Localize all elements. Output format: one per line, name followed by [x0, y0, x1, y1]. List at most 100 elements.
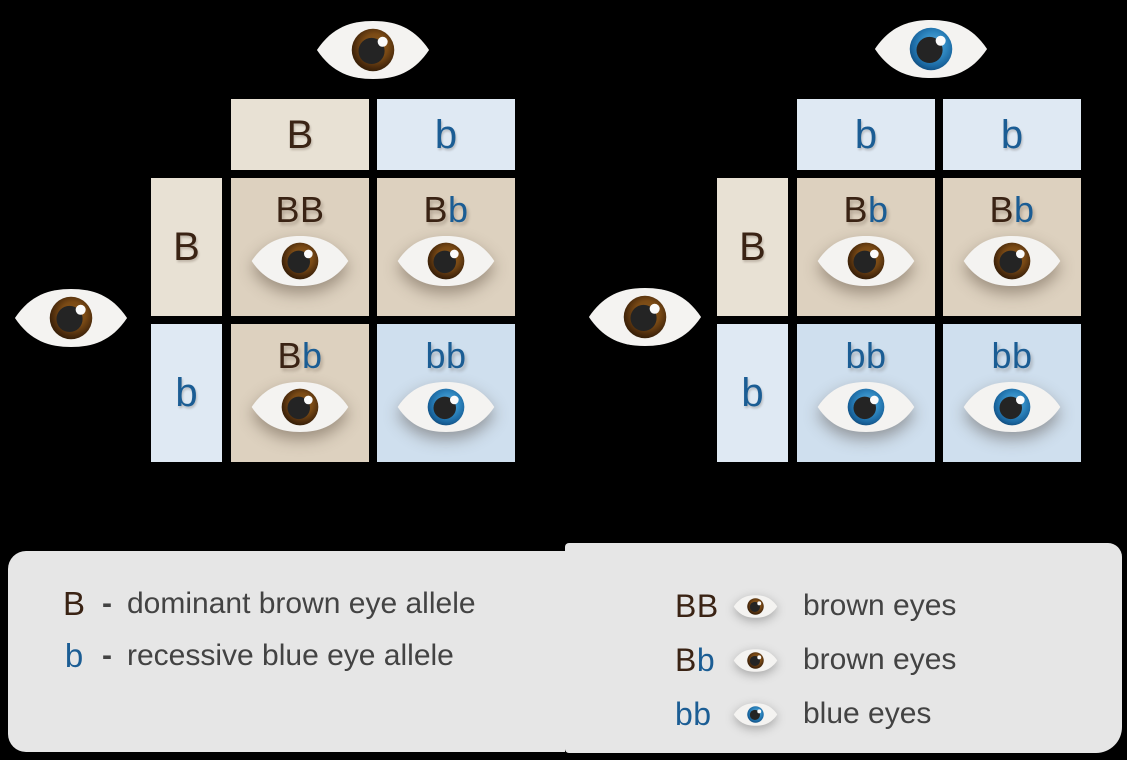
- allele-letter: b: [696, 642, 716, 678]
- side-parent-eye-left-square: [13, 286, 129, 350]
- punnett-cell: Bb: [797, 178, 935, 316]
- col-header: b: [943, 99, 1081, 170]
- blue-eye-icon: [733, 702, 778, 726]
- genotype-symbol: bb: [675, 696, 723, 732]
- genotype-label: Bb: [277, 337, 322, 375]
- genotype-label: bb: [845, 337, 886, 375]
- offspring-eye: [396, 234, 496, 288]
- punnett-cell: Bb: [943, 178, 1081, 316]
- row-header-letter: b: [741, 371, 764, 415]
- legend-row: bb blue eyes: [565, 687, 1122, 741]
- allele-letter: b: [845, 335, 866, 376]
- allele-letter: b: [1013, 189, 1035, 230]
- genotype-symbol: Bb: [675, 642, 723, 678]
- allele-letter: b: [693, 696, 712, 732]
- offspring-eye: [816, 234, 916, 288]
- brown-eye-icon: [316, 21, 430, 79]
- legend-row: b-recessive blue eye allele: [8, 630, 565, 682]
- genotype-label: bb: [991, 337, 1032, 375]
- allele-letter: b: [446, 335, 467, 376]
- brown-eye-icon: [251, 236, 349, 286]
- blue-eye-icon: [817, 382, 915, 432]
- brown-eye-icon: [397, 236, 495, 286]
- allele-letter: B: [423, 189, 448, 230]
- allele-letter: B: [675, 642, 697, 678]
- punnett-cell: Bb: [377, 178, 515, 316]
- genotype-label: BB: [275, 191, 324, 229]
- allele-letter: B: [843, 189, 868, 230]
- allele-letter: b: [675, 696, 694, 732]
- punnett-cell: Bb: [231, 324, 369, 462]
- brown-eye-icon: [251, 382, 349, 432]
- allele-letter: B: [275, 189, 300, 230]
- genotype-description: brown eyes: [803, 589, 957, 622]
- offspring-eye: [962, 380, 1062, 434]
- punnett-cell: bb: [377, 324, 515, 462]
- genotype-label: Bb: [989, 191, 1034, 229]
- allele-letter: b: [447, 189, 469, 230]
- legend-row: Bb brown eyes: [565, 633, 1122, 687]
- legend-row: B-dominant brown eye allele: [8, 578, 565, 630]
- allele-letter: b: [301, 335, 323, 376]
- brown-eye-icon: [588, 288, 702, 346]
- col-header-letter: b: [854, 112, 878, 157]
- punnett-cell: bb: [943, 324, 1081, 462]
- col-header: b: [377, 99, 515, 170]
- col-header: B: [231, 99, 369, 170]
- allele-letter: B: [277, 335, 302, 376]
- legend-eye: [733, 594, 778, 619]
- brown-eye-icon: [733, 594, 778, 618]
- offspring-eye: [250, 234, 350, 288]
- legend-eye: [733, 648, 778, 673]
- top-parent-eye-left-square: [315, 18, 431, 82]
- col-header-letter: b: [434, 112, 458, 157]
- punnett-cell: bb: [797, 324, 935, 462]
- row-header-letter: B: [739, 225, 766, 269]
- allele-letter: B: [300, 189, 325, 230]
- row-header: B: [717, 178, 788, 316]
- brown-eye-icon: [733, 648, 778, 672]
- genotype-description: blue eyes: [803, 697, 932, 730]
- allele-letter: B: [989, 189, 1014, 230]
- allele-letter: B: [675, 588, 697, 624]
- blue-eye-icon: [963, 382, 1061, 432]
- blue-eye-icon: [397, 382, 495, 432]
- genotype-label: Bb: [843, 191, 888, 229]
- row-header: b: [151, 324, 222, 462]
- punnett-cell: BB: [231, 178, 369, 316]
- row-header: b: [717, 324, 788, 462]
- blue-eye-icon: [874, 20, 988, 78]
- genotype-label: bb: [425, 337, 466, 375]
- top-parent-eye-right-square: [873, 17, 989, 81]
- row-header-letter: b: [175, 371, 198, 415]
- allele-letter: b: [991, 335, 1012, 376]
- legend-dash: -: [102, 639, 112, 672]
- col-header-letter: b: [1000, 112, 1024, 157]
- allele-symbol: B: [62, 585, 85, 622]
- allele-description: dominant brown eye allele: [127, 587, 476, 620]
- genotype-description: brown eyes: [803, 643, 957, 676]
- col-header-letter: B: [286, 112, 314, 157]
- offspring-eye: [250, 380, 350, 434]
- side-parent-eye-right-square: [587, 285, 703, 349]
- offspring-eye: [396, 380, 496, 434]
- col-header: b: [797, 99, 935, 170]
- legend-dash: -: [102, 587, 112, 620]
- allele-letter: B: [696, 588, 719, 624]
- offspring-eye: [816, 380, 916, 434]
- allele-symbol: b: [64, 637, 84, 674]
- genotype-symbol: BB: [675, 588, 723, 624]
- allele-letter: b: [867, 189, 889, 230]
- brown-eye-icon: [817, 236, 915, 286]
- allele-letter: b: [1012, 335, 1033, 376]
- allele-description: recessive blue eye allele: [127, 639, 454, 672]
- offspring-eye: [962, 234, 1062, 288]
- genotype-label: Bb: [423, 191, 468, 229]
- row-header: B: [151, 178, 222, 316]
